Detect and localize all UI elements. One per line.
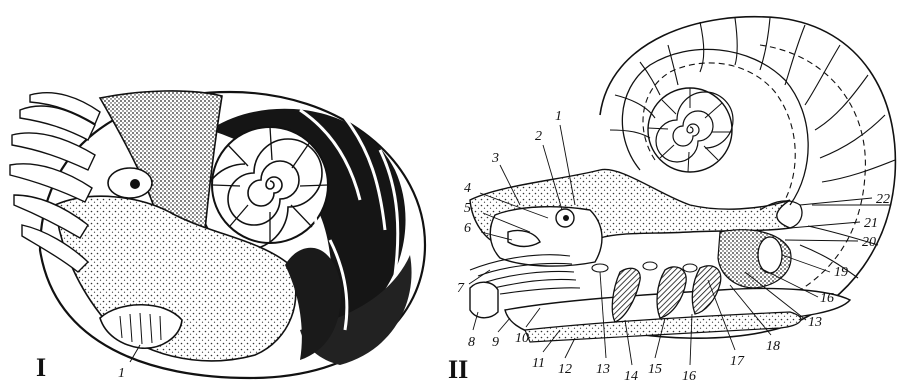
- figure-ii-label-8: 8: [468, 335, 475, 350]
- figure-ii-label-5: 5: [464, 201, 471, 216]
- figure-ii-label-15: 15: [648, 362, 662, 377]
- figure-ii-inner-whorl: [622, 49, 808, 205]
- figure-ii-label-19: 19: [834, 265, 848, 280]
- figure-ii-label-14: 14: [624, 369, 638, 384]
- figure-ii-label-10: 10: [515, 331, 529, 346]
- figure-ii-nautilus-section: 1 2 3 4 5 6 7 8 9 10 11 12 13 14 15 16 1…: [448, 17, 895, 384]
- figure-ii-label-12: 12: [558, 362, 572, 377]
- figure-ii-label-17: 17: [730, 354, 745, 369]
- figure-ii-label-21: 21: [864, 216, 878, 231]
- figure-i-eye: [108, 168, 152, 198]
- figure-ii-label-13b: 13: [808, 315, 822, 330]
- figure-ii-label-6: 6: [464, 221, 471, 236]
- figure-ii-label-13a: 13: [596, 362, 610, 377]
- figure-ii-heart: [758, 237, 782, 273]
- figure-ii-label-1: 1: [555, 109, 562, 124]
- figure-ii-numeral: II: [448, 355, 468, 384]
- figure-ii-label-11: 11: [532, 356, 545, 371]
- figure-ii-siphuncle-dashed: [643, 63, 795, 200]
- figure-ii-label-4: 4: [464, 181, 471, 196]
- figure-ii-funnel: [470, 282, 498, 318]
- figure-i-label-1: 1: [118, 366, 125, 381]
- figure-i-numeral: I: [36, 353, 46, 382]
- figure-ii-label-2: 2: [535, 129, 542, 144]
- figure-i-nautilus-external: 1 I: [10, 91, 425, 382]
- figure-ii-label-22: 22: [876, 192, 890, 207]
- figure-ii-central-spiral: [648, 88, 733, 172]
- figure-ii-label-20: 20: [862, 235, 876, 250]
- figure-ii-label-7: 7: [457, 281, 465, 296]
- figure-ii-label-16b: 16: [820, 291, 834, 306]
- figure-ii-label-16a: 16: [682, 369, 696, 384]
- figure-ii-label-3: 3: [491, 151, 499, 166]
- figure-ii-label-18: 18: [766, 339, 780, 354]
- figure-ii-label-9: 9: [492, 335, 499, 350]
- figure-ii-head: [490, 207, 602, 266]
- figure-i-spiral: [202, 127, 328, 250]
